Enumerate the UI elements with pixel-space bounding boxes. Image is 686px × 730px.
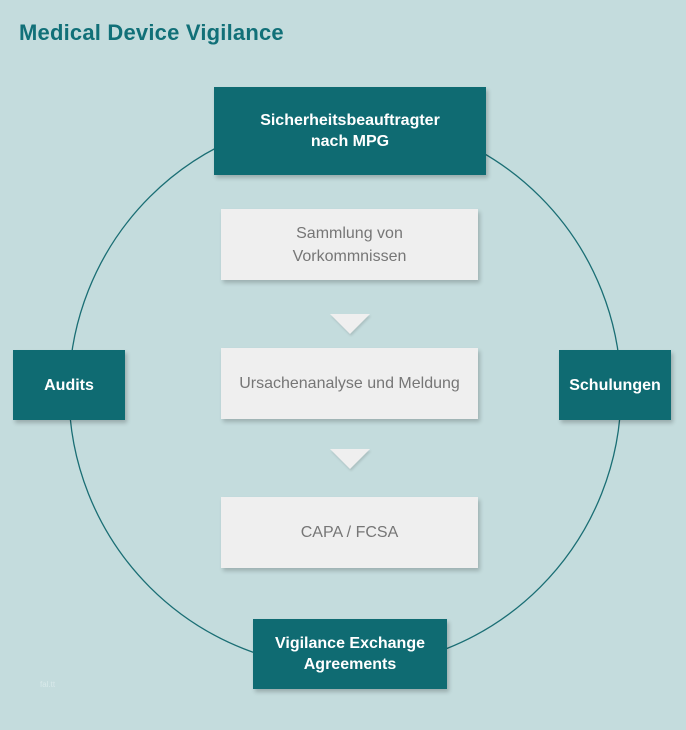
- flow-arrow-down-2: [330, 449, 370, 469]
- node-training: Schulungen: [559, 350, 671, 420]
- node-vigilance-exchange: Vigilance Exchange Agreements: [253, 619, 447, 689]
- process-step-collection-line1: Sammlung von: [296, 224, 403, 242]
- diagram-title: Medical Device Vigilance: [19, 20, 284, 45]
- node-training-label: Schulungen: [569, 376, 661, 394]
- flow-arrow-down-1: [330, 314, 370, 334]
- node-safety-officer: Sicherheitsbeauftragter nach MPG: [214, 87, 486, 175]
- node-safety-officer-line1: Sicherheitsbeauftragter: [260, 112, 440, 129]
- watermark-text: fal.tt: [40, 680, 56, 689]
- node-audits-label: Audits: [44, 376, 94, 394]
- node-audits: Audits: [13, 350, 125, 420]
- process-step-collection: Sammlung von Vorkommnissen: [221, 209, 478, 280]
- node-vigilance-exchange-line2: Agreements: [303, 656, 397, 673]
- process-step-collection-line2: Vorkommnissen: [292, 247, 407, 265]
- process-step-analysis-label: Ursachenanalyse und Meldung: [239, 375, 460, 392]
- process-step-analysis: Ursachenanalyse und Meldung: [221, 348, 478, 419]
- process-step-capa-label: CAPA / FCSA: [300, 524, 399, 541]
- node-safety-officer-line2: nach MPG: [310, 133, 390, 150]
- process-step-capa: CAPA / FCSA: [221, 497, 478, 568]
- node-vigilance-exchange-line1: Vigilance Exchange: [275, 635, 425, 652]
